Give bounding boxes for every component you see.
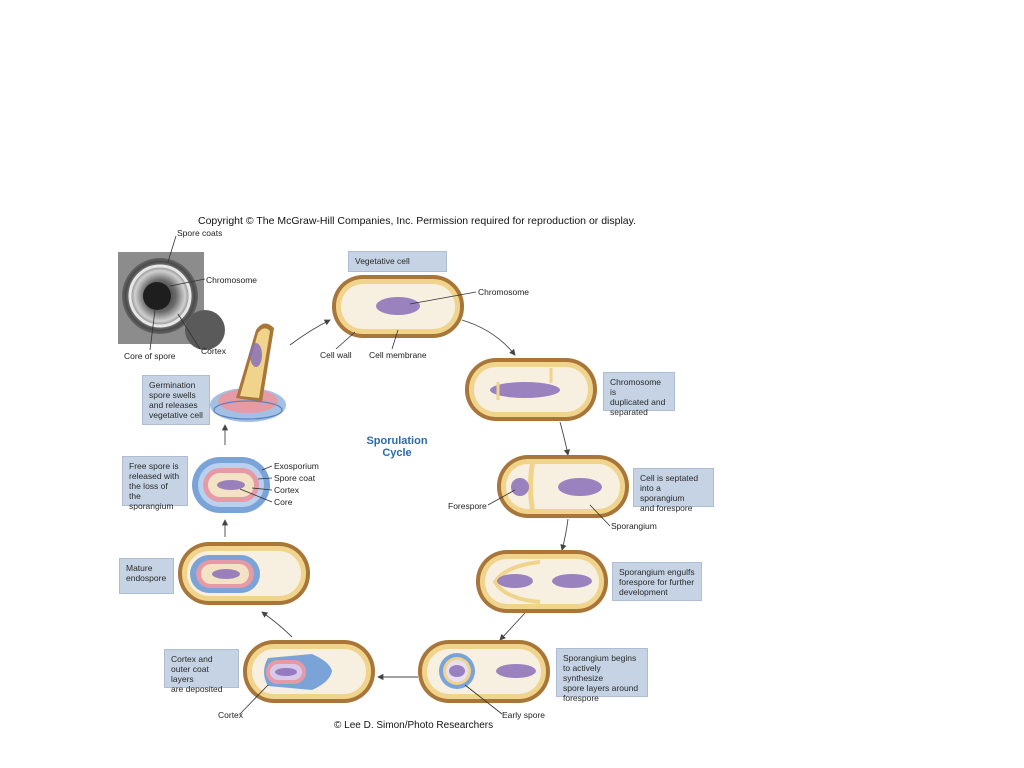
vegetative-cell <box>332 275 464 338</box>
box-sporangium-synthesize: Sporangium begins to actively synthesize… <box>556 648 648 703</box>
label-chromosome-micro: Chromosome <box>206 275 258 285</box>
septated-cell <box>497 455 629 518</box>
label-cortex-deposited: Cortex <box>218 710 244 720</box>
label-forespore: Forespore <box>448 501 487 511</box>
label-spore-coat: Spore coat <box>274 473 316 483</box>
label-cell-membrane: Cell membrane <box>369 350 427 360</box>
label-chromosome: Chromosome <box>478 287 530 297</box>
box-free-spore: Free spore is released with the loss of … <box>122 456 188 511</box>
label-exosporium: Exosporium <box>274 461 319 471</box>
duplicated-cell <box>465 358 597 421</box>
box-mature-endospore: Mature endospore <box>119 558 174 594</box>
label-sporangium: Sporangium <box>611 521 657 531</box>
label-spore-coats: Spore coats <box>177 228 223 238</box>
box-sporangium-engulfs: Sporangium engulfs forespore for further… <box>612 562 702 601</box>
copyright-notice: Copyright © The McGraw-Hill Companies, I… <box>198 215 637 227</box>
micrograph-leaders <box>149 235 206 351</box>
engulfing-cell <box>476 550 608 613</box>
synthesizing-cell <box>418 640 550 703</box>
box-cell-septated: Cell is septated into a sporangium and f… <box>633 468 714 513</box>
box-vegetative-cell: Vegetative cell <box>348 251 447 272</box>
label-early-spore: Early spore <box>502 710 545 720</box>
free-spore <box>192 457 270 513</box>
label-core-of-spore: Core of spore <box>124 351 176 361</box>
label-core: Core <box>274 497 293 507</box>
mature-endospore-cell <box>178 542 310 605</box>
micrograph-image <box>118 252 225 350</box>
photo-credit: © Lee D. Simon/Photo Researchers <box>334 720 494 731</box>
box-cortex-deposited: Cortex and outer coat layers are deposit… <box>164 649 239 694</box>
box-germination: Germination spore swells and releases ve… <box>142 375 210 425</box>
cycle-arrows <box>221 319 571 681</box>
label-cortex-micro: Cortex <box>201 346 227 356</box>
deposition-cell <box>243 640 375 703</box>
label-cell-wall: Cell wall <box>320 350 352 360</box>
box-chromosome-duplicated: Chromosome is duplicated and separated <box>603 372 675 417</box>
label-cortex-free: Cortex <box>274 485 300 495</box>
sporulation-cycle-title: Sporulation Cycle <box>366 435 428 459</box>
germination-spore <box>210 323 286 422</box>
